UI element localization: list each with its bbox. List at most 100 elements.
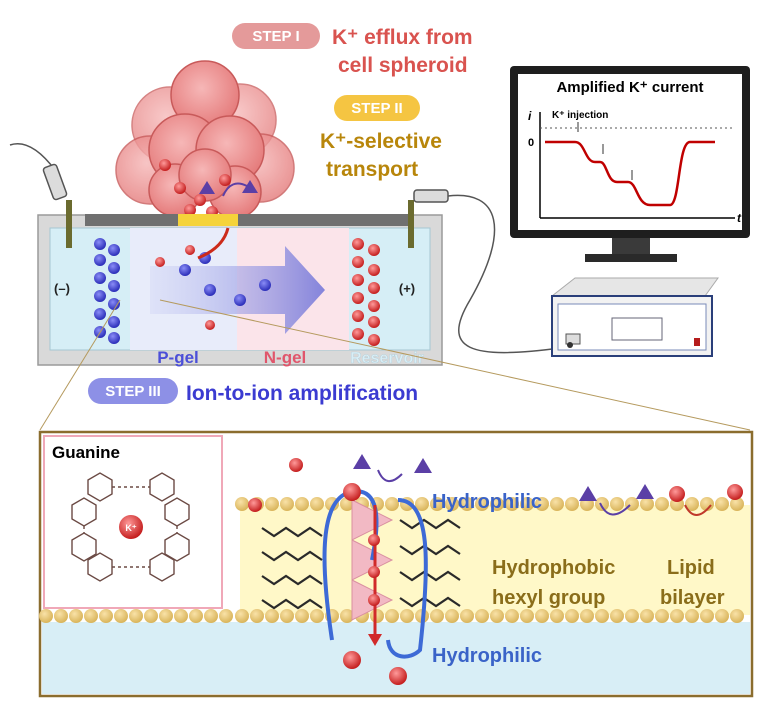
lipid-head (595, 609, 609, 623)
lipid-head (295, 609, 309, 623)
top-plate (85, 214, 410, 226)
lipid-head (445, 497, 459, 511)
lipid-label-line1: Lipid (667, 557, 715, 579)
guanine-title: Guanine (52, 443, 120, 462)
step2-text-line1: K⁺-selective (320, 130, 442, 153)
lipid-head (565, 609, 579, 623)
hydrophilic-top-label: Hydrophilic (432, 491, 542, 513)
monitor-annotation: K⁺ injection (552, 110, 608, 121)
lipid-head (595, 497, 609, 511)
amplification-arrow (150, 246, 325, 334)
lipid-head (505, 609, 519, 623)
lipid-head (174, 609, 188, 623)
lipid-head (235, 609, 249, 623)
lipid-head (490, 609, 504, 623)
lipid-head (280, 609, 294, 623)
lipid-head (430, 609, 444, 623)
lipid-heads (39, 497, 744, 623)
step1-text-line2: cell spheroid (338, 54, 468, 77)
monitor-screen (518, 74, 742, 230)
guanine-k-label: K⁺ (125, 523, 136, 533)
lipid-head (475, 497, 489, 511)
lipid-head (715, 497, 729, 511)
lipid-head (550, 609, 564, 623)
step1-text-line1: K⁺ efflux from (332, 26, 473, 49)
hydrophobic-label-line2: hexyl group (492, 587, 605, 609)
lipid-head (250, 609, 264, 623)
guanine-k-ion (119, 515, 143, 539)
lipid-head (445, 609, 459, 623)
lipid-head (655, 497, 669, 511)
lipid-head (715, 609, 729, 623)
lipid-head (640, 609, 654, 623)
reservoir-label: Reservoir (350, 350, 424, 367)
lipid-head (265, 497, 279, 511)
lipid-head (144, 609, 158, 623)
reservoir-cations (155, 238, 380, 346)
monitor-x-axis: t (737, 211, 742, 225)
lipid-head (69, 609, 83, 623)
lipid-head (99, 609, 113, 623)
step3-badge (88, 378, 178, 404)
step3-badge-text: STEP III (105, 383, 161, 400)
lipid-head (460, 609, 474, 623)
lipid-head (460, 497, 474, 511)
lipid-head (475, 609, 489, 623)
plus-electrode-label: (+) (399, 281, 415, 296)
lipid-head (610, 609, 624, 623)
lipid-head (550, 497, 564, 511)
lipid-head (235, 497, 249, 511)
lipid-head (430, 497, 444, 511)
step1-badge-text: STEP I (252, 28, 299, 45)
right-probe (413, 189, 561, 354)
monitor-base (585, 254, 677, 262)
minus-electrode-label: (–) (54, 281, 70, 296)
lipid-head (700, 497, 714, 511)
lipid-head (535, 497, 549, 511)
lipid-label-line2: bilayer (660, 587, 725, 609)
guanine-quartet (71, 472, 190, 582)
lipid-head (685, 497, 699, 511)
lipid-head (610, 497, 624, 511)
right-electrode (408, 200, 414, 248)
monitor: Amplified K⁺ current i t 0 K⁺ injection (510, 66, 750, 262)
monitor-stand (612, 238, 650, 254)
lipid-head (159, 609, 173, 623)
step2-text-line2: transport (326, 158, 418, 181)
lipid-head (685, 609, 699, 623)
injection-ticks (577, 122, 633, 180)
step3-text: Ion-to-ion amplification (186, 382, 418, 405)
k-selective-window (178, 214, 238, 226)
step2-badge-text: STEP II (351, 100, 402, 117)
lipid-head (280, 497, 294, 511)
left-probe (9, 143, 68, 201)
monitor-y-axis: i (528, 109, 532, 123)
lipid-head (385, 609, 399, 623)
step3-label: STEP III Ion-to-ion amplification (88, 378, 418, 405)
lipid-head (310, 497, 324, 511)
step1-badge (232, 23, 320, 49)
guanine-box: Guanine K⁺ (43, 435, 223, 609)
pgel-label: P-gel (157, 348, 199, 367)
lipid-head (385, 497, 399, 511)
lipid-head (340, 609, 354, 623)
lipid-head (295, 497, 309, 511)
lipid-head (730, 497, 744, 511)
lipid-head (204, 609, 218, 623)
lipid-head (84, 609, 98, 623)
lipid-head (189, 609, 203, 623)
lipid-head (400, 609, 414, 623)
lipid-head (580, 609, 594, 623)
lipid-head (520, 497, 534, 511)
lipid-head (565, 497, 579, 511)
cell-spheroid (115, 60, 295, 219)
inset-anions (353, 454, 712, 516)
lipid-head (700, 609, 714, 623)
lipid-head (670, 609, 684, 623)
hydrophilic-bottom-label: Hydrophilic (432, 645, 542, 667)
step1-label: STEP I K⁺ efflux from cell spheroid (232, 23, 473, 77)
current-trace (545, 140, 715, 207)
instrument-box (550, 277, 719, 357)
